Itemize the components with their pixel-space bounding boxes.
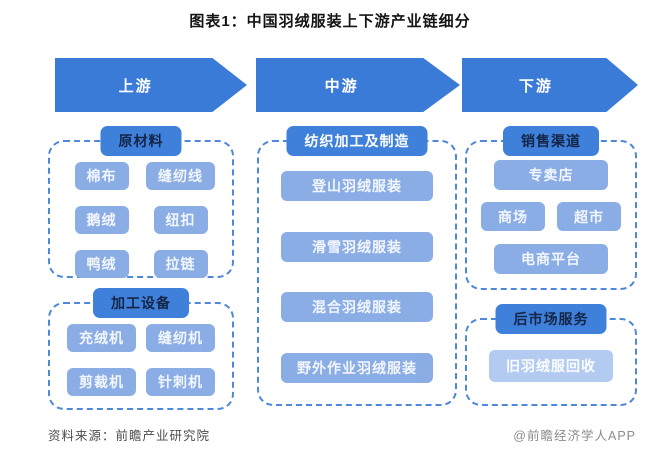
item-zipper: 拉链 (153, 250, 208, 278)
manufacturing-header: 纺织加工及制造 (286, 126, 428, 156)
stage-arrow-downstream: 下游 (462, 58, 638, 112)
item-mixed-down-apparel: 混合羽绒服装 (281, 292, 433, 323)
processing-equipment-header: 加工设备 (93, 288, 189, 318)
stage-label-upstream: 上游 (118, 77, 153, 95)
item-specialty-store: 专卖店 (494, 160, 608, 191)
item-duck-down: 鸭绒 (74, 250, 129, 278)
sales-channels-panel: 销售渠道 专卖店 商场 超市 电商平台 (465, 126, 637, 290)
stage-arrow-upstream: 上游 (55, 58, 247, 112)
item-buttons: 纽扣 (153, 206, 208, 234)
stage-arrow-midstream: 中游 (256, 58, 460, 112)
raw-materials-grid: 棉布 缝纫线 鹅绒 纽扣 鸭绒 拉链 (50, 142, 232, 288)
manufacturing-list: 登山羽绒服装 滑雪羽绒服装 混合羽绒服装 野外作业羽绒服装 (259, 142, 455, 404)
source-note: 资料来源：前瞻产业研究院 (48, 429, 211, 443)
figure-title: 图表1：中国羽绒服装上下游产业链细分 (189, 13, 471, 30)
item-ecommerce-platform: 电商平台 (494, 243, 608, 274)
sales-channels-list: 专卖店 商场 超市 电商平台 (467, 142, 635, 288)
watermark-note: @前瞻经济学人APP (513, 429, 636, 443)
sales-channels-pair-row: 商场 超市 (467, 202, 635, 232)
aftermarket-panel: 后市场服务 旧羽绒服回收 (465, 304, 637, 406)
item-down-filling-machine: 充绒机 (67, 324, 136, 352)
item-needle-punch-machine: 针刺机 (146, 368, 215, 396)
item-field-work-down-apparel: 野外作业羽绒服装 (281, 352, 433, 383)
item-cutting-machine: 剪裁机 (67, 368, 136, 396)
item-sewing-machine: 缝纫机 (146, 324, 215, 352)
aftermarket-list: 旧羽绒服回收 (467, 320, 635, 404)
item-shopping-mall: 商场 (481, 202, 545, 232)
raw-materials-header: 原材料 (100, 126, 182, 156)
stage-label-downstream: 下游 (518, 77, 553, 95)
item-ski-down-apparel: 滑雪羽绒服装 (281, 231, 433, 262)
item-goose-down: 鹅绒 (74, 206, 129, 234)
item-old-down-jacket-recycling: 旧羽绒服回收 (489, 350, 613, 382)
manufacturing-panel: 纺织加工及制造 登山羽绒服装 滑雪羽绒服装 混合羽绒服装 野外作业羽绒服装 (257, 126, 457, 406)
stage-label-midstream: 中游 (324, 77, 359, 95)
item-supermarket: 超市 (557, 202, 621, 232)
processing-equipment-grid: 充绒机 缝纫机 剪裁机 针刺机 (50, 304, 232, 406)
processing-equipment-panel: 加工设备 充绒机 缝纫机 剪裁机 针刺机 (48, 288, 234, 410)
raw-materials-panel: 原材料 棉布 缝纫线 鹅绒 纽扣 鸭绒 拉链 (48, 126, 234, 278)
item-mountaineering-down-apparel: 登山羽绒服装 (281, 171, 433, 202)
aftermarket-header: 后市场服务 (495, 304, 607, 334)
item-sewing-thread: 缝纫线 (146, 162, 215, 190)
sales-channels-header: 销售渠道 (503, 126, 599, 156)
item-cotton-fabric: 棉布 (74, 162, 129, 190)
